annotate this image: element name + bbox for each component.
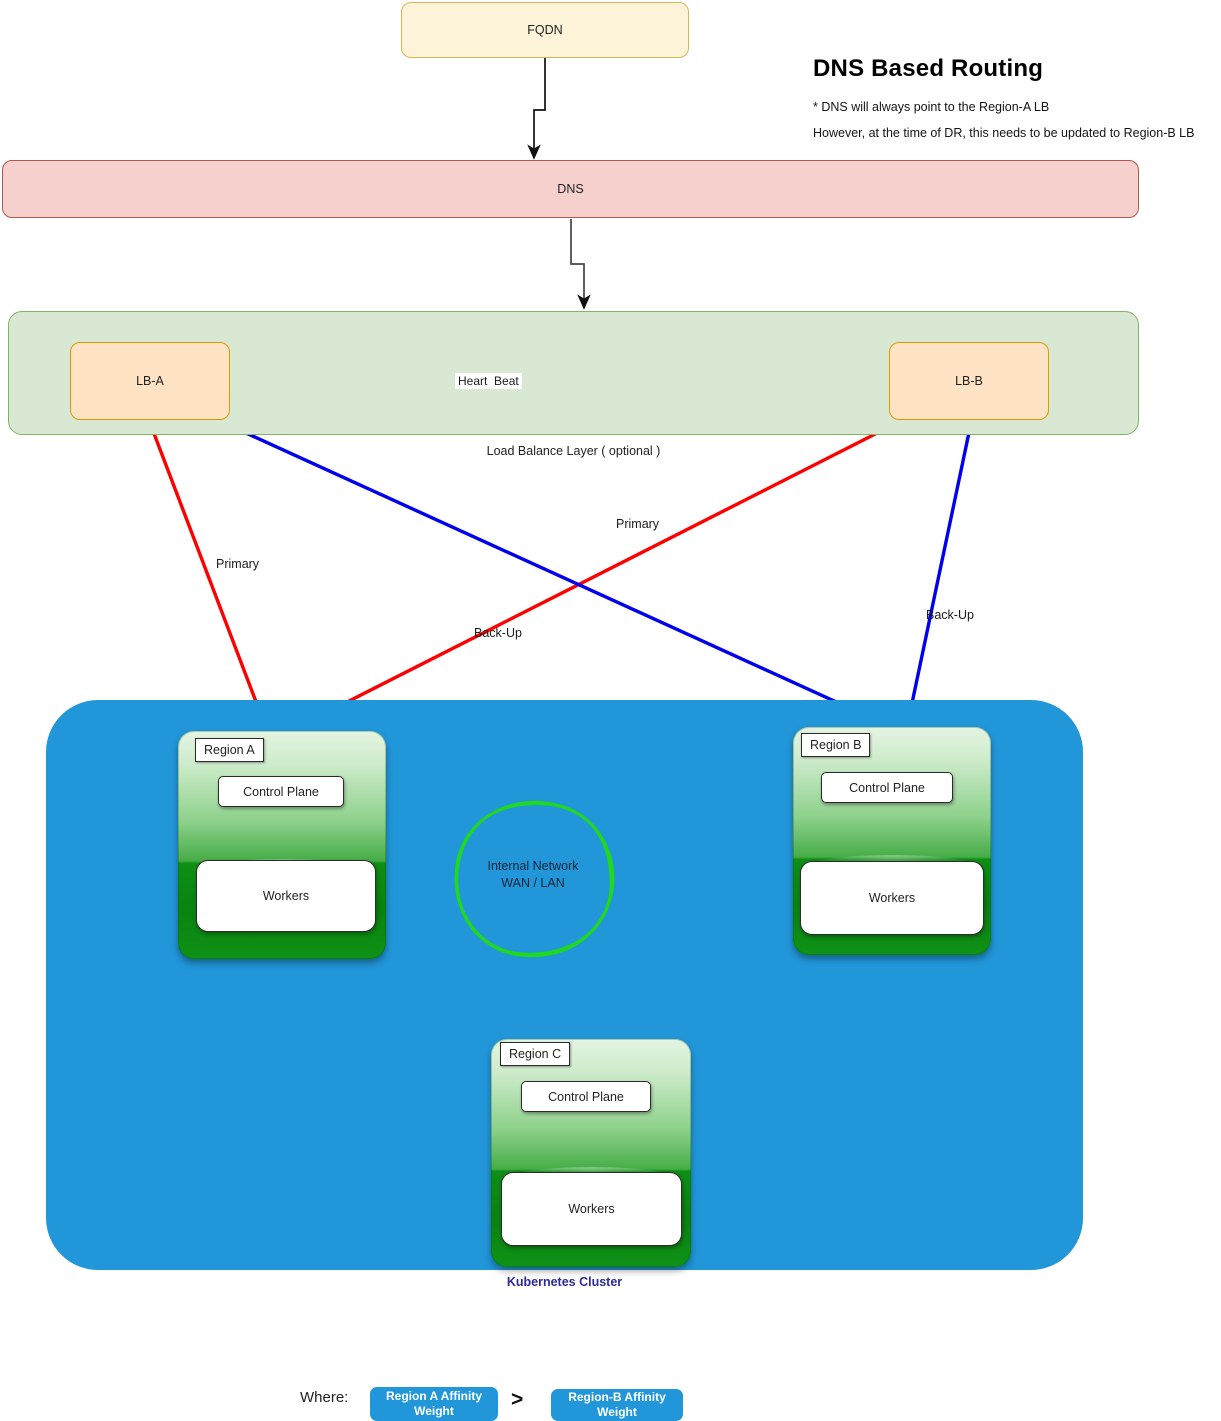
legend-region-a-weight: Region A Affinity Weight xyxy=(370,1387,498,1421)
edge-lb-a-primary xyxy=(148,422,270,732)
lb-a-node[interactable]: LB-A xyxy=(70,342,230,420)
legend-region-a-weight-label: Region A Affinity Weight xyxy=(386,1389,482,1418)
lb-a-label: LB-A xyxy=(136,374,164,388)
note-dr-update-region-b: However, at the time of DR, this needs t… xyxy=(813,126,1195,140)
page-title: DNS Based Routing xyxy=(813,55,1044,82)
region-c-workers-label: Workers xyxy=(568,1202,615,1216)
region-a-tag: Region A xyxy=(195,738,264,762)
dns-label: DNS xyxy=(557,182,584,196)
edge-lb-a-backup xyxy=(223,421,904,733)
region-c-tag: Region C xyxy=(500,1042,571,1066)
fqdn-node[interactable]: FQDN xyxy=(401,2,689,58)
edge-label-backup-a: Back-Up xyxy=(474,626,522,640)
load-balance-layer-label: Load Balance Layer ( optional ) xyxy=(486,444,661,458)
region-c-control-plane-label: Control Plane xyxy=(548,1089,624,1104)
region-a-workers[interactable]: Workers xyxy=(196,860,376,932)
region-a-control-plane-label: Control Plane xyxy=(243,784,319,799)
edge-lb-b-backup xyxy=(288,423,894,732)
region-c-control-plane[interactable]: Control Plane xyxy=(521,1081,651,1112)
edge-label-primary-b: Primary xyxy=(616,517,660,531)
edge-fqdn-to-dns xyxy=(527,58,546,160)
region-b-control-plane-label: Control Plane xyxy=(849,780,925,795)
legend-where-label: Where: xyxy=(300,1389,349,1406)
dns-node[interactable]: DNS xyxy=(2,160,1139,218)
edge-lb-b-primary xyxy=(900,422,973,731)
region-b-tag: Region B xyxy=(801,733,871,757)
fqdn-label: FQDN xyxy=(527,23,563,37)
legend-region-b-weight-label: Region-B Affinity Weight xyxy=(568,1390,666,1419)
lb-b-label: LB-B xyxy=(955,374,983,388)
heart-beat-label: Heart Beat xyxy=(455,373,522,389)
region-c-workers[interactable]: Workers xyxy=(501,1172,682,1246)
kubernetes-cluster-label: Kubernetes Cluster xyxy=(506,1275,623,1289)
edge-dns-to-lb-layer xyxy=(570,219,591,310)
region-a-workers-label: Workers xyxy=(262,889,310,903)
legend-operator: > xyxy=(511,1388,524,1411)
lb-b-node[interactable]: LB-B xyxy=(889,342,1049,420)
region-b-workers[interactable]: Workers xyxy=(800,861,984,935)
region-a-control-plane[interactable]: Control Plane xyxy=(218,776,344,807)
edge-label-primary-a: Primary xyxy=(216,557,260,571)
region-b-control-plane[interactable]: Control Plane xyxy=(821,772,953,803)
region-b-workers-label: Workers xyxy=(868,891,916,905)
legend-region-b-weight: Region-B Affinity Weight xyxy=(551,1389,683,1421)
note-dns-points-region-a: * DNS will always point to the Region-A … xyxy=(813,100,1050,114)
edge-label-backup-b: Back-Up xyxy=(926,608,974,622)
internal-network-label: Internal Network WAN / LAN xyxy=(487,859,579,890)
